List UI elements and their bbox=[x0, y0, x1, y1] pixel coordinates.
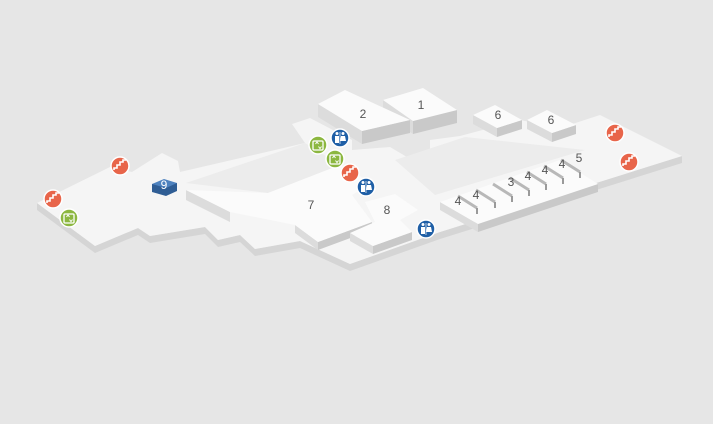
retail-row bbox=[440, 158, 598, 232]
unit-label: 6 bbox=[548, 113, 555, 127]
stairs-icon[interactable] bbox=[619, 152, 639, 172]
unit-label: 5 bbox=[576, 151, 583, 165]
unit-blocks bbox=[152, 88, 598, 254]
unit-label: 4 bbox=[525, 169, 532, 183]
elevator-icon[interactable] bbox=[325, 149, 345, 169]
unit-label: 4 bbox=[542, 163, 549, 177]
unit-7[interactable] bbox=[186, 165, 372, 250]
stairs-icon[interactable] bbox=[340, 163, 360, 183]
unit-2[interactable] bbox=[318, 90, 410, 144]
unit-8[interactable] bbox=[350, 194, 418, 254]
unit-label: 9 bbox=[161, 178, 168, 192]
unit-label: 8 bbox=[384, 203, 391, 217]
unit-label: 4 bbox=[559, 157, 566, 171]
unit-6a[interactable] bbox=[473, 105, 522, 137]
restroom-icon[interactable] bbox=[330, 128, 350, 148]
unit-label: 1 bbox=[418, 98, 425, 112]
unit-label: 3 bbox=[508, 175, 515, 189]
unit-label: 4 bbox=[455, 194, 462, 208]
restroom-icon[interactable] bbox=[416, 219, 436, 239]
unit-label: 7 bbox=[308, 198, 315, 212]
atrium-void bbox=[395, 137, 585, 195]
stairs-icon[interactable] bbox=[605, 123, 625, 143]
stairs-icon[interactable] bbox=[110, 156, 130, 176]
unit-9[interactable] bbox=[152, 179, 177, 196]
elevator-icon[interactable] bbox=[308, 135, 328, 155]
elevator-icon[interactable] bbox=[59, 208, 79, 228]
unit-6b[interactable] bbox=[527, 110, 576, 142]
unit-label: 2 bbox=[360, 107, 367, 121]
stairs-icon[interactable] bbox=[43, 189, 63, 209]
unit-label: 6 bbox=[495, 108, 502, 122]
atrium-void bbox=[186, 143, 340, 193]
restroom-icon[interactable] bbox=[356, 177, 376, 197]
unit-labels: 1 2 3 4 4 4 4 4 5 6 6 7 8 9 bbox=[161, 98, 583, 217]
unit-label: 4 bbox=[473, 188, 480, 202]
poi-markers bbox=[43, 123, 639, 239]
